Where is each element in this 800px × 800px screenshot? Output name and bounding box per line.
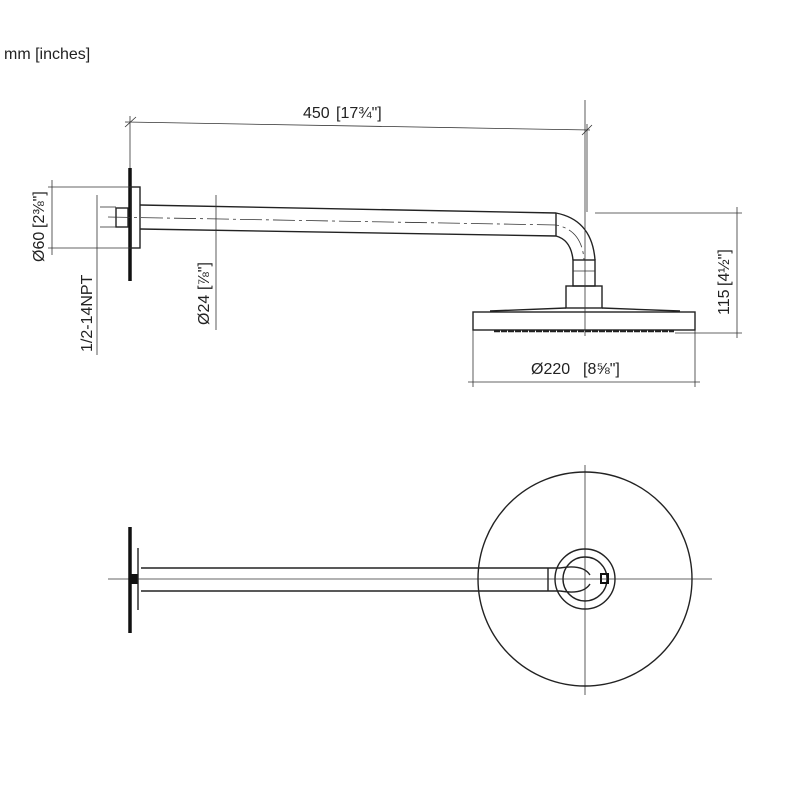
dim-220-in: [8⅝"] [583, 361, 620, 378]
arm-centerline [107, 216, 585, 261]
dim-24-mm: Ø24 [196, 295, 213, 325]
dim-24-in: [⅞"] [196, 262, 213, 290]
flange-side [130, 186, 141, 249]
nut [565, 285, 603, 309]
top-view [108, 465, 712, 695]
shower-head-top [477, 471, 693, 687]
tick [581, 124, 593, 136]
dim-115-mm: 115 [716, 289, 733, 315]
dim-60-mm: Ø60 [31, 232, 48, 262]
arm-bottom-edge [139, 228, 574, 261]
elbow-top [559, 566, 591, 593]
thread-label: 1/2-14NPT [79, 274, 96, 352]
tick [124, 116, 137, 128]
coupling [572, 259, 596, 287]
shower-head-side [472, 311, 696, 331]
nipple-top [129, 574, 138, 584]
dim-60-in: [2⅜"] [31, 191, 48, 228]
set-screw [600, 573, 609, 584]
side-view: 450 [17¾"] Ø60 [2⅜"] 1/2-14NPT Ø24 [⅞"] … [31, 100, 742, 387]
dim-450-in: [17¾"] [336, 105, 382, 122]
head-top [489, 307, 681, 312]
dim-220-mm: Ø220 [531, 361, 570, 378]
dim-115-in: [4½"] [716, 249, 733, 286]
units-label: mm [inches] [4, 46, 90, 63]
nut-ring [554, 548, 616, 610]
dim-450-mm: 450 [303, 105, 330, 122]
dim-line-450 [124, 121, 591, 131]
